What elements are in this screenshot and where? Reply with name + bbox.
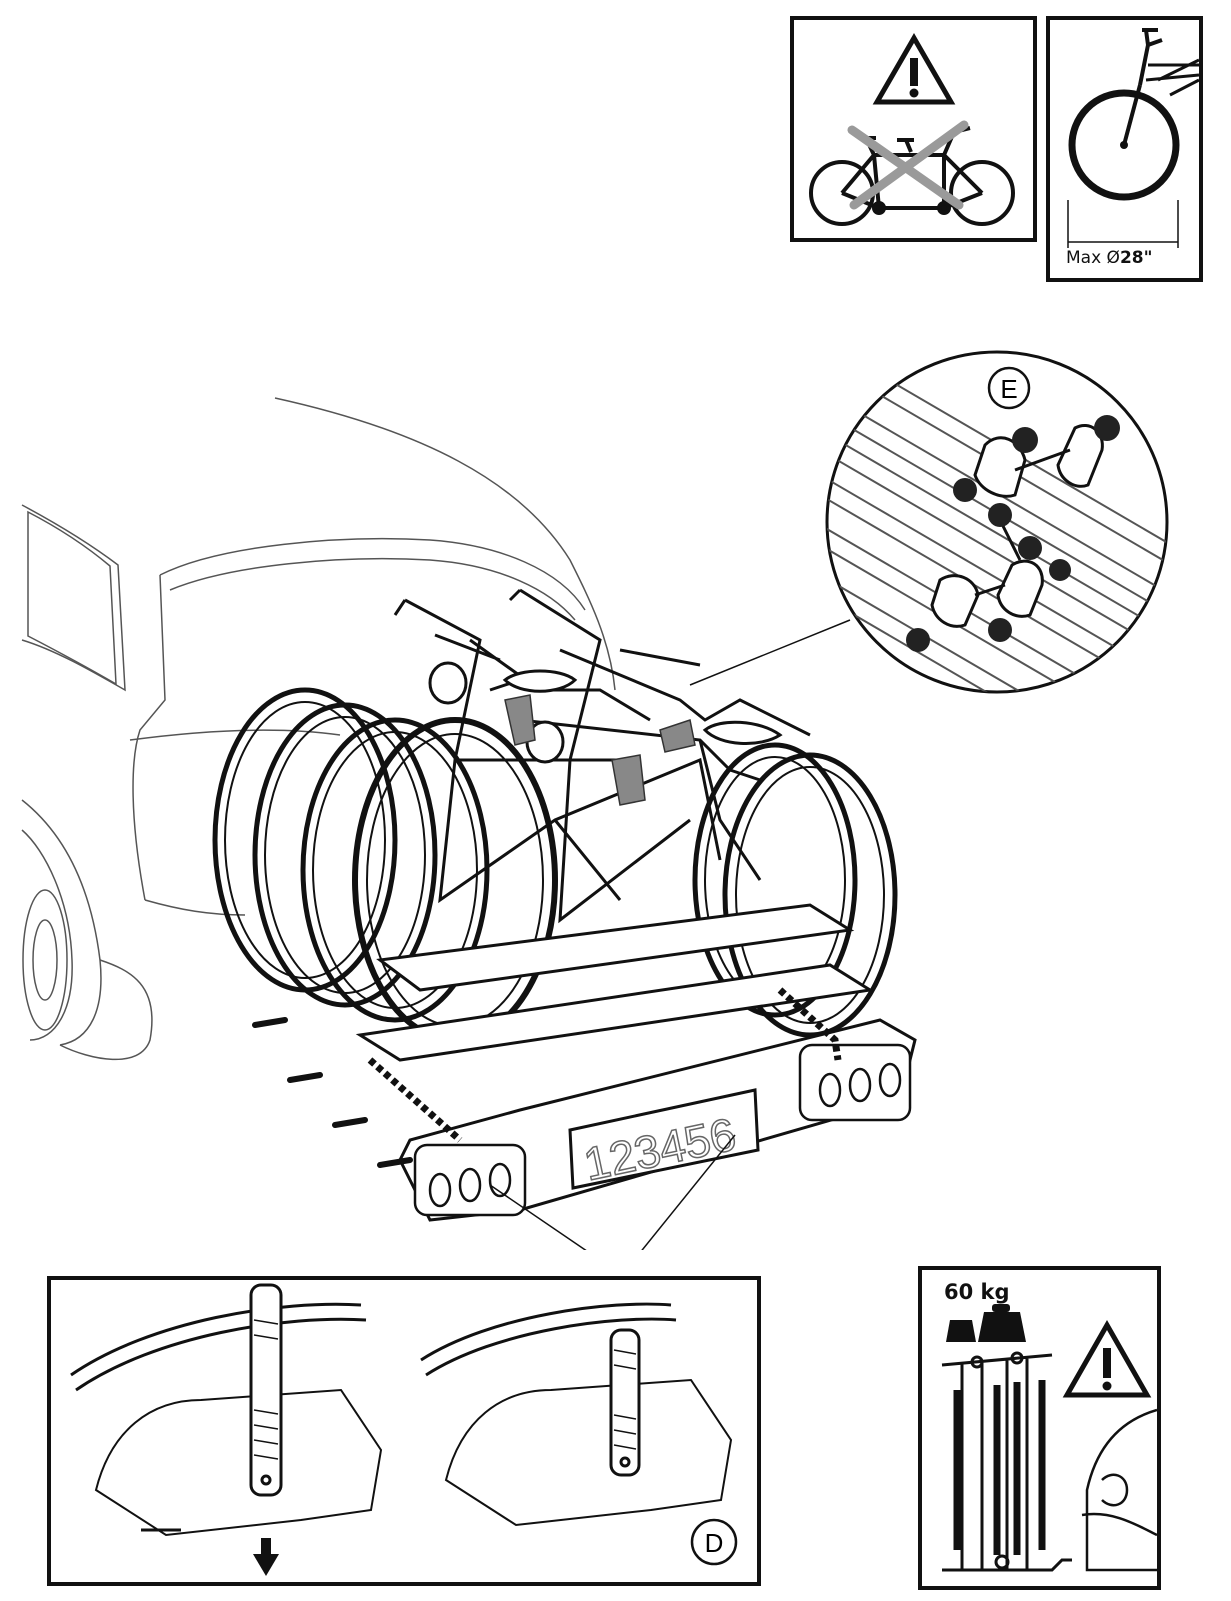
max-load-label: 60 kg	[944, 1280, 1010, 1304]
strap-open-illustration	[70, 1283, 383, 1537]
bicycle-frames	[393, 588, 811, 924]
wheel-size-prefix: Max Ø	[1066, 248, 1120, 268]
bike-arm-clamps	[504, 694, 696, 806]
detail-e-label: E	[1000, 374, 1017, 404]
tandem-warning-graphic	[809, 33, 1015, 226]
main-carrier-illustration: E	[21, 350, 1169, 1250]
car-rear-silhouette	[1081, 1408, 1157, 1572]
bike-stack-icon	[941, 1351, 1072, 1572]
detail-e-callout: E	[689, 350, 1169, 694]
car-rear-outline	[21, 397, 616, 1061]
load-warning-graphic	[941, 1304, 1157, 1572]
bicycle-saddles	[428, 661, 783, 764]
cross-out-mark	[847, 120, 969, 210]
load-warning-panel: 60 kg	[918, 1266, 1161, 1590]
strap-detail-graphic: D	[70, 1283, 738, 1576]
wheel-size-value: 28"	[1119, 248, 1153, 268]
detail-d-label: D	[705, 1528, 724, 1558]
arrow-down-icon	[253, 1538, 279, 1576]
weight-icon	[946, 1304, 1026, 1342]
bicycle-wheels	[212, 687, 898, 1043]
strap-detail-panel: D	[47, 1276, 761, 1586]
warning-triangle-icon	[1062, 1319, 1152, 1398]
tail-light-left	[413, 1143, 527, 1217]
strap-closed-illustration	[420, 1302, 733, 1527]
tail-light-right	[798, 1043, 912, 1122]
bicycle-wheel-icon	[1067, 28, 1199, 248]
wheel-size-panel: Max Ø28"	[1046, 16, 1203, 282]
warning-triangle-icon	[872, 33, 956, 105]
wheel-size-label: Max Ø28"	[1066, 248, 1152, 268]
wheel-straps	[367, 987, 842, 1143]
tandem-warning-panel	[790, 16, 1037, 242]
